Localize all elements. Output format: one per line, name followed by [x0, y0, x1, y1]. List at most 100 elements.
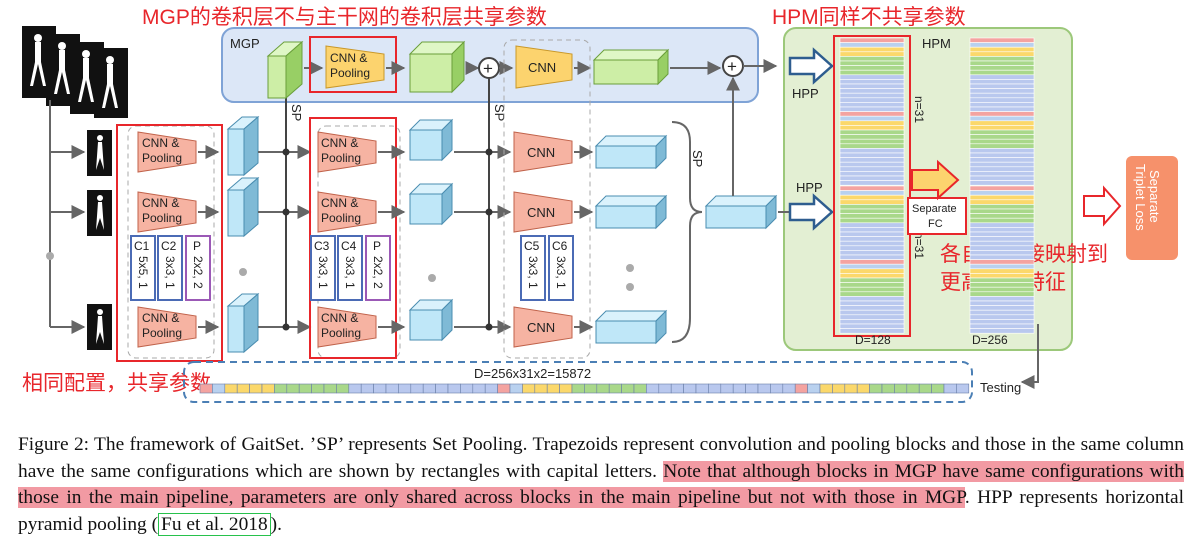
- feature-strip: [969, 194, 1035, 201]
- feature-strip: [839, 171, 905, 177]
- svg-text:CNN &: CNN &: [142, 136, 179, 150]
- feature-strip: [969, 148, 1035, 154]
- feature-cell: [522, 383, 536, 394]
- feature-cell: [894, 383, 908, 394]
- feature-cell: [336, 383, 350, 394]
- figure-caption: Figure 2: The framework of GaitSet. ’SP’…: [18, 432, 1184, 538]
- feature-strip: [839, 250, 905, 256]
- feature-cell: [670, 383, 684, 394]
- hpm-label: HPM: [922, 36, 951, 51]
- feature-strip: [969, 227, 1035, 233]
- cnn-block: CNN: [513, 131, 573, 173]
- feature-strip: [839, 106, 905, 112]
- svg-text:5x5, 1: 5x5, 1: [136, 256, 150, 289]
- feature-strip: [969, 277, 1035, 283]
- sp-label: SP: [289, 104, 304, 121]
- svg-text:3x3, 1: 3x3, 1: [316, 256, 330, 289]
- feature-cell: [311, 383, 325, 394]
- feature-strip: [839, 328, 905, 334]
- feature-cell: [881, 383, 895, 394]
- svg-text:CNN &: CNN &: [321, 311, 358, 325]
- feature-cell: [484, 383, 498, 394]
- feature-cell: [732, 383, 746, 394]
- citation-link[interactable]: Fu et al. 2018: [158, 512, 271, 536]
- svg-text:C2: C2: [161, 239, 177, 253]
- sp-label: SP: [690, 150, 705, 167]
- shared-annotation: 相同配置，共享参数: [22, 372, 211, 395]
- feature-strip: [969, 296, 1035, 302]
- feature-strip: [839, 69, 905, 76]
- feature-strip: [969, 83, 1035, 89]
- feature-strip: [839, 194, 905, 201]
- feature-map: [227, 116, 259, 176]
- feature-strip: [969, 231, 1035, 237]
- feature-strip: [969, 217, 1035, 224]
- feature-strip: [839, 208, 905, 214]
- feature-strip: [839, 88, 905, 94]
- final-feature-map: [705, 195, 777, 229]
- feature-strip: [969, 171, 1035, 177]
- feature-strip: [839, 268, 905, 274]
- feature-strip: [839, 138, 905, 145]
- feature-map: [595, 310, 667, 344]
- feature-strip: [969, 161, 1035, 168]
- feature-strip: [839, 83, 905, 89]
- svg-text:Separate: Separate: [912, 203, 957, 215]
- feature-map: [227, 177, 259, 237]
- config-c5: [520, 235, 546, 301]
- concatenated-feature-bar: [199, 383, 970, 394]
- feature-cell: [584, 383, 598, 394]
- config-c2: [157, 235, 183, 301]
- feature-strip: [969, 213, 1035, 219]
- feature-strip: [969, 291, 1035, 297]
- feature-strip: [969, 60, 1035, 66]
- feature-strip: [969, 323, 1035, 329]
- feature-strip: [839, 190, 905, 196]
- feature-cell: [757, 383, 771, 394]
- feature-strip: [839, 148, 905, 154]
- feature-strip: [969, 74, 1035, 80]
- feature-cell: [956, 383, 970, 394]
- svg-text:C6: C6: [552, 239, 568, 253]
- feature-strip: [839, 143, 905, 149]
- feature-cell: [224, 383, 238, 394]
- gaitset-diagram: MGP HPM MGP的卷积层不与主干网的卷积层共享参数 HPM同样不共享参数 …: [22, 6, 1178, 403]
- feature-strip: [839, 296, 905, 302]
- feature-cell: [435, 383, 449, 394]
- feature-strip: [839, 111, 905, 117]
- feature-strip: [969, 259, 1035, 265]
- feature-strip: [969, 106, 1035, 112]
- feature-strip: [839, 42, 905, 48]
- feature-cell: [918, 383, 932, 394]
- hpm-annotation: HPM同样不共享参数: [772, 6, 966, 29]
- feature-strip: [839, 92, 905, 99]
- feature-strip: [969, 51, 1035, 57]
- final-feature-box: [183, 361, 973, 403]
- config-p1: [185, 235, 211, 301]
- feature-strip: [969, 185, 1035, 191]
- svg-text:+: +: [727, 57, 737, 76]
- hpm-d128-red-box: [833, 35, 911, 337]
- feature-strip: [969, 328, 1035, 334]
- d128-label: D=128: [855, 333, 891, 347]
- svg-text:3x3, 1: 3x3, 1: [554, 256, 568, 289]
- feature-cell: [683, 383, 697, 394]
- svg-text:2x2, 2: 2x2, 2: [191, 256, 205, 289]
- feature-strip: [839, 199, 905, 205]
- separate-fc-box: [907, 197, 967, 235]
- feature-strip: [839, 240, 905, 247]
- feature-cell: [509, 383, 523, 394]
- feature-strip: [839, 120, 905, 126]
- feature-cell: [608, 383, 622, 394]
- svg-text:CNN: CNN: [527, 145, 555, 160]
- feature-strip: [839, 56, 905, 62]
- feature-cell: [298, 383, 312, 394]
- feature-strip: [969, 92, 1035, 99]
- d256-label: D=256: [972, 333, 1008, 347]
- feature-cell: [286, 383, 300, 394]
- mgp-cnn-block: CNN: [515, 45, 573, 89]
- feature-cell: [770, 383, 784, 394]
- feature-strip: [839, 134, 905, 140]
- feature-cell: [472, 383, 486, 394]
- feature-strip: [839, 60, 905, 66]
